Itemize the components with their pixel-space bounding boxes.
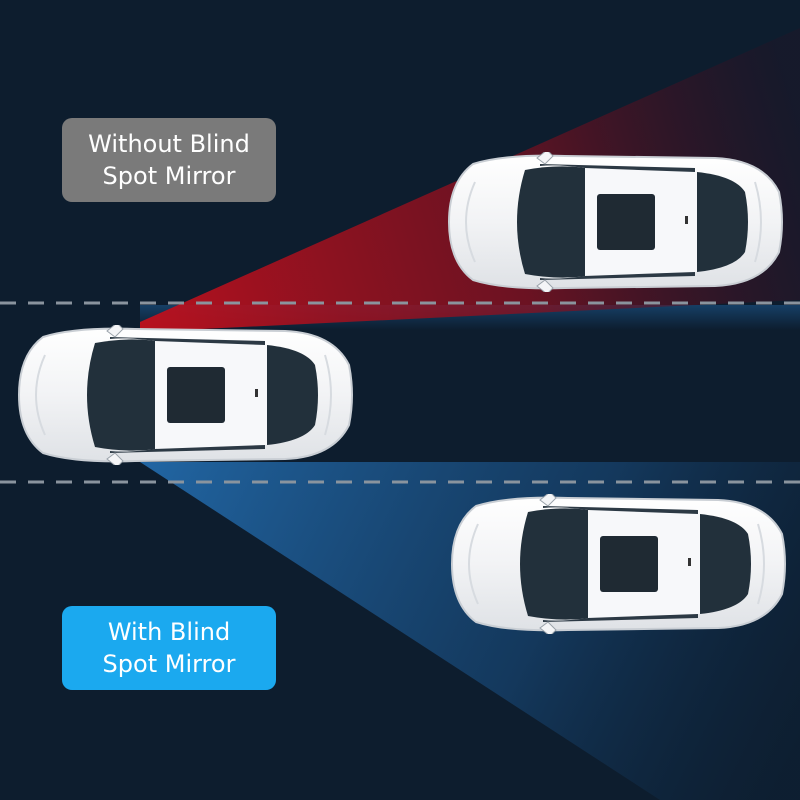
label-with-line2: Spot Mirror	[102, 650, 236, 678]
ego-car	[17, 325, 354, 465]
label-without-line2: Spot Mirror	[102, 162, 236, 190]
car-adjacent-upper	[448, 152, 783, 292]
label-with-mirror: With Blind Spot Mirror	[62, 606, 276, 690]
car-adjacent-lower	[451, 494, 786, 634]
label-with-line1: With Blind	[107, 618, 231, 646]
label-without-mirror: Without Blind Spot Mirror	[62, 118, 276, 202]
label-without-line1: Without Blind	[88, 130, 250, 158]
